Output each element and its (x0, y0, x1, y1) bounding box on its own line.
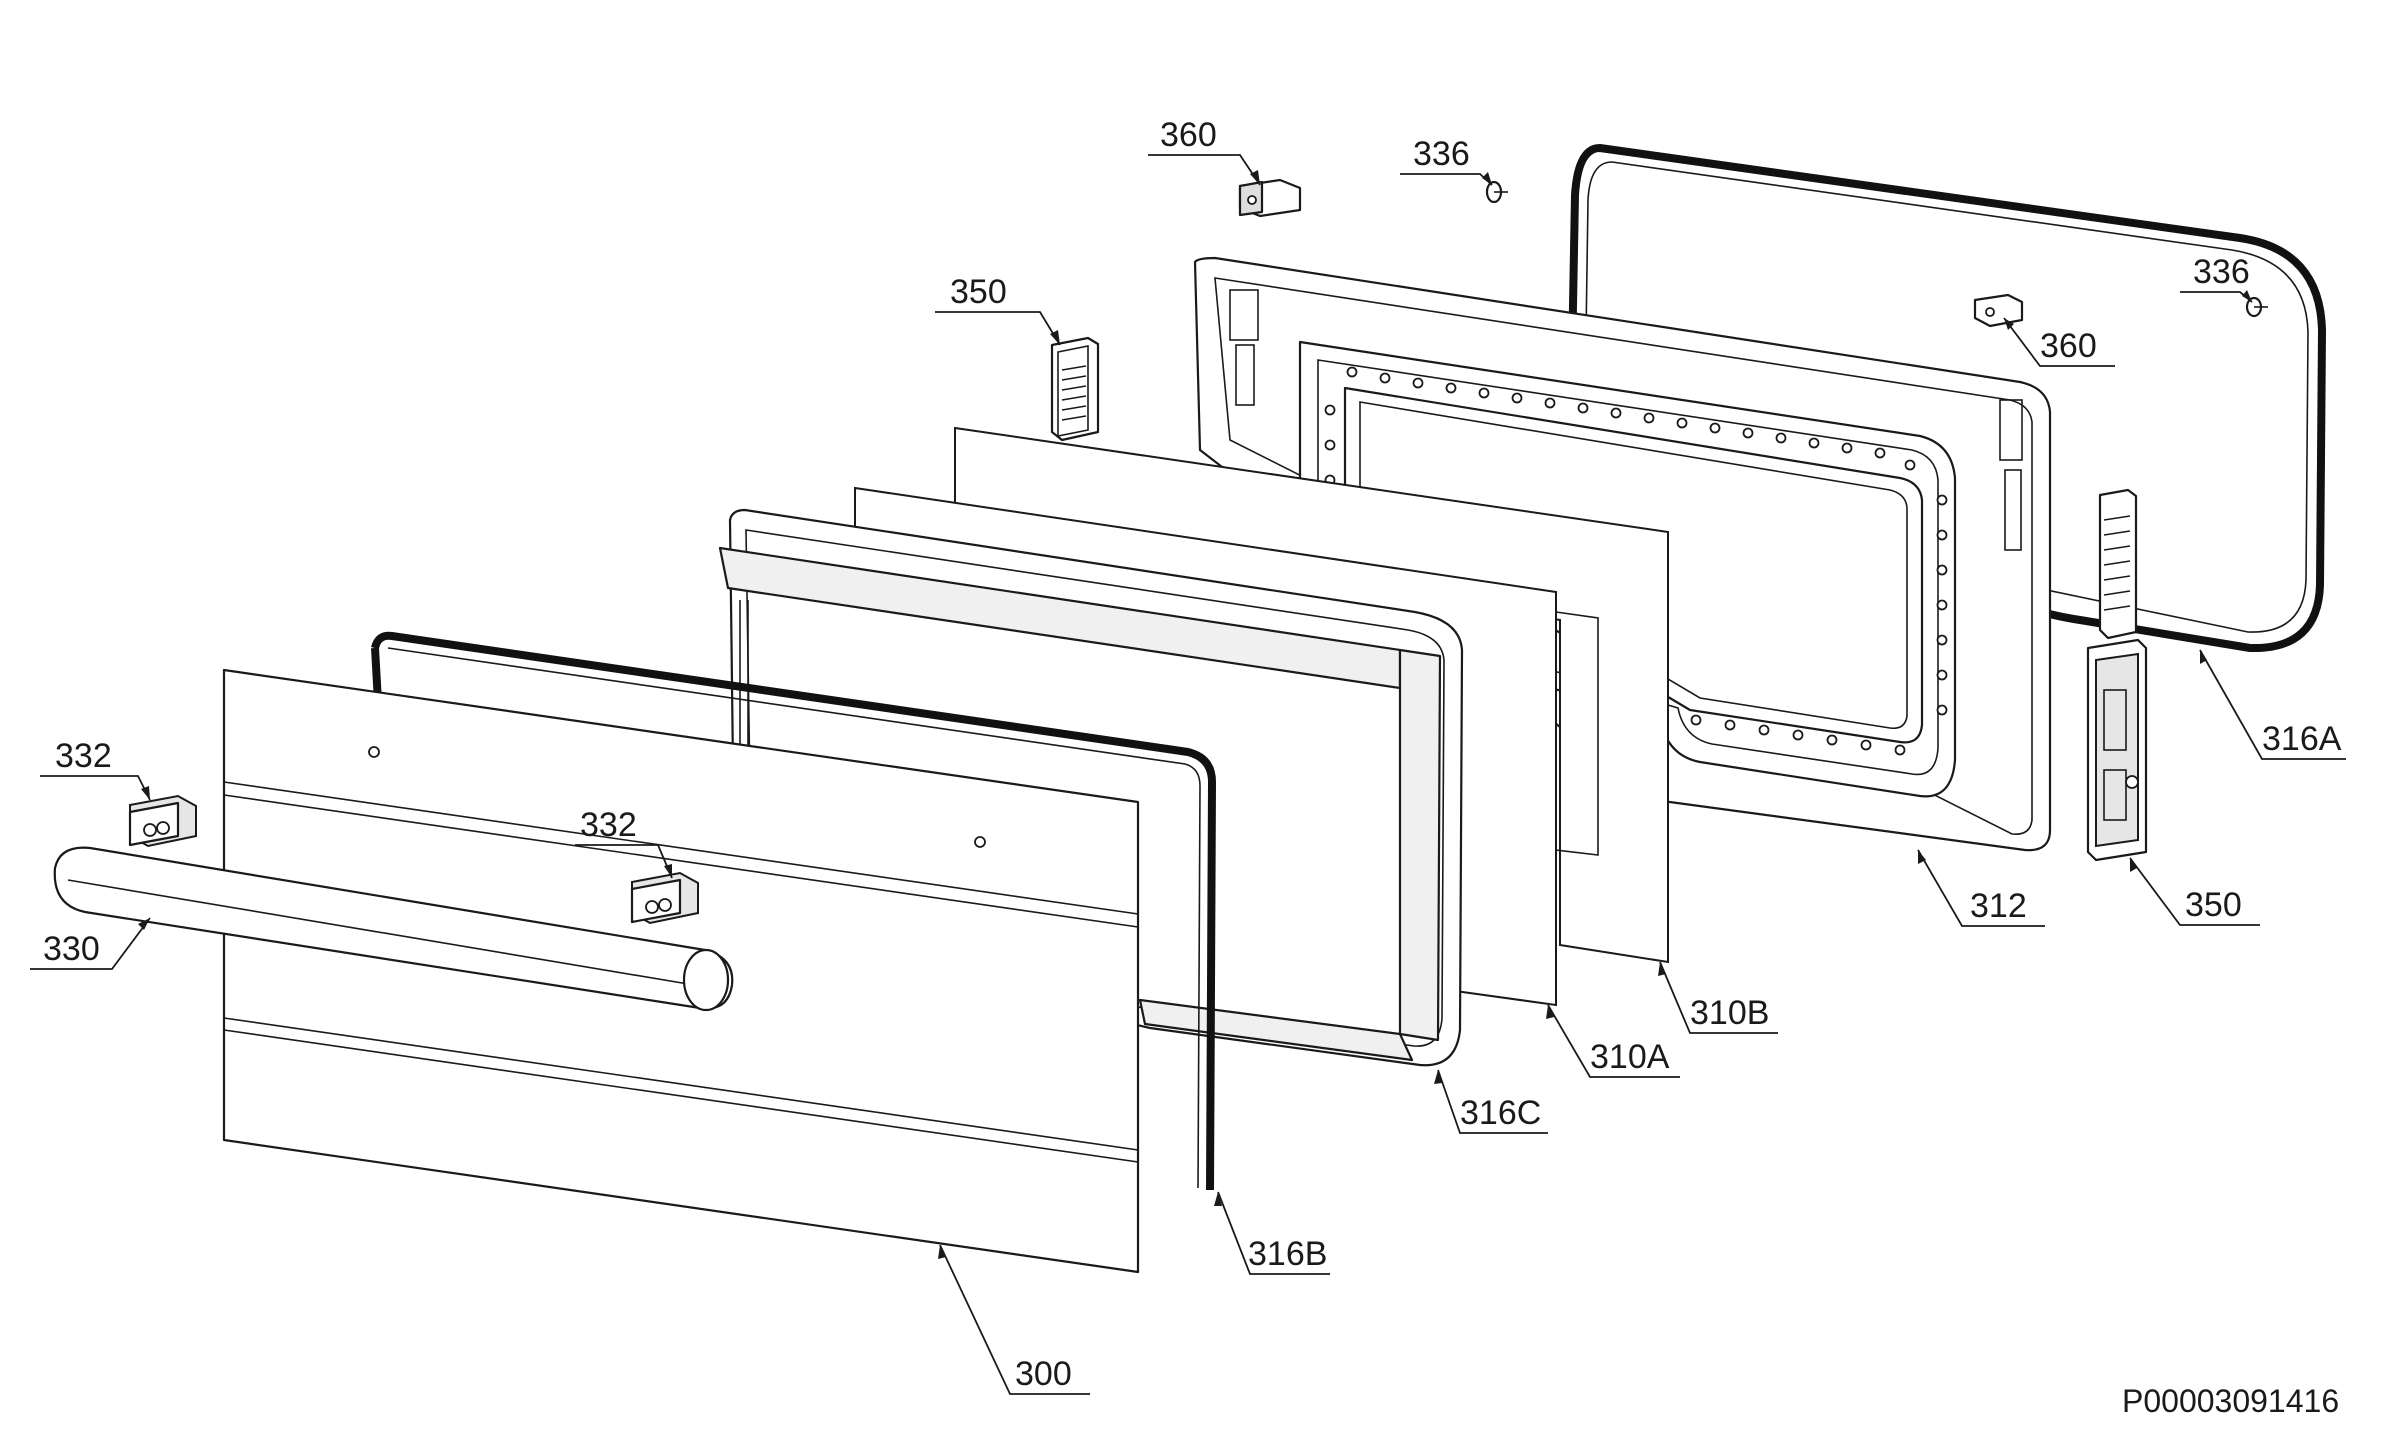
callout-350-right: 350 (2185, 886, 2242, 924)
leader-lines (30, 154, 2346, 1395)
callout-316c: 316C (1460, 1094, 1541, 1132)
callout-330: 330 (43, 930, 100, 968)
callout-300: 300 (1015, 1355, 1072, 1393)
callout-310b: 310B (1690, 994, 1769, 1032)
clip-360-right (1973, 293, 2024, 328)
drawing-code: P00003091416 (2122, 1383, 2339, 1419)
clip-360-top (1238, 178, 1302, 218)
panel-screw-hole-left (368, 746, 380, 758)
hinge-350-left (1050, 336, 1100, 442)
hinge-350-right (2086, 488, 2148, 862)
screw-336-top (1485, 180, 1508, 204)
handle-bracket-332-left (128, 794, 197, 848)
door-handle-330 (53, 846, 734, 1012)
callout-350-left: 350 (950, 273, 1007, 311)
screw-336-right (2245, 296, 2268, 318)
handle-bracket-332-right (630, 871, 699, 925)
callout-336-right: 336 (2193, 253, 2250, 291)
callout-332-left: 332 (55, 737, 112, 775)
callout-316b: 316B (1248, 1235, 1327, 1273)
callout-332-right: 332 (580, 806, 637, 844)
callout-310a: 310A (1590, 1038, 1670, 1076)
callout-312: 312 (1970, 887, 2027, 925)
panel-screw-hole-right (974, 836, 986, 848)
callout-360-right: 360 (2040, 327, 2097, 365)
callout-316a: 316A (2262, 720, 2342, 758)
callout-360-top: 360 (1160, 116, 1217, 154)
callout-336-top: 336 (1413, 135, 1470, 173)
